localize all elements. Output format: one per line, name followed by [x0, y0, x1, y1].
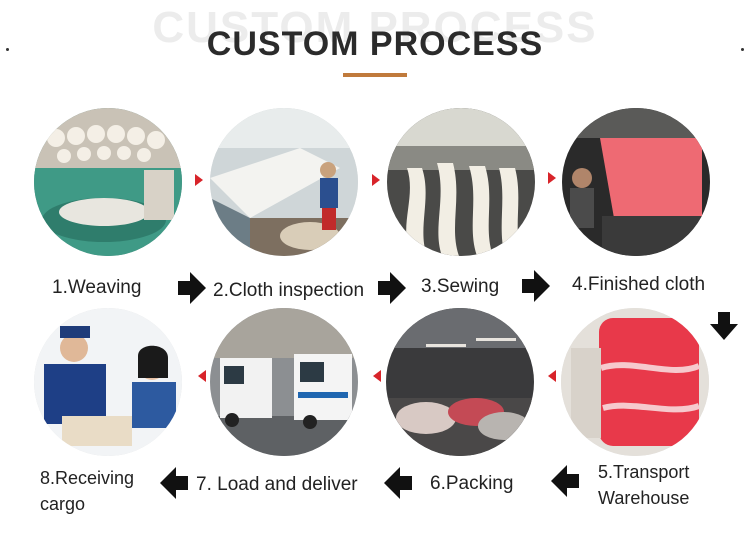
step-1-label: 1.Weaving [52, 277, 142, 298]
process-arrow-right-2 [378, 272, 406, 304]
connector-arrow-2-3 [372, 174, 380, 186]
connector-arrow-1-2 [195, 174, 203, 186]
title-underline [343, 73, 407, 77]
connector-arrow-3-4 [548, 172, 556, 184]
process-arrow-left-1 [551, 465, 579, 497]
step-5-photo-transport-warehouse [561, 308, 709, 456]
step-4-label: 4.Finished cloth [572, 274, 706, 295]
step-5-label-line1: 5.Transport [598, 462, 690, 482]
edge-dot-right [741, 48, 744, 51]
step-6-photo-packing [386, 308, 534, 456]
step-3-photo-sewing [387, 108, 535, 256]
step-2-photo-cloth-inspection [210, 108, 358, 256]
step-3-label: 3.Sewing [421, 276, 500, 297]
step-1-photo-weaving [34, 108, 182, 256]
connector-arrow-6-7 [373, 370, 381, 382]
process-arrow-right-3 [522, 270, 550, 302]
process-arrow-left-2 [384, 467, 412, 499]
process-arrow-down [710, 312, 738, 340]
step-8-label-line2: cargo [40, 494, 86, 514]
process-arrow-right-1 [178, 272, 206, 304]
page-title: CUSTOM PROCESS [206, 25, 544, 63]
process-arrow-left-3 [160, 467, 188, 499]
connector-arrow-7-8 [198, 370, 206, 382]
step-6-label: 6.Packing [430, 473, 514, 494]
step-5-label-line2: Warehouse [598, 488, 690, 508]
connector-arrow-5-6 [548, 370, 556, 382]
step-8-label-line1: 8.Receiving [40, 468, 135, 488]
step-7-label: 7. Load and deliver [196, 474, 358, 495]
step-7-photo-load-deliver [210, 308, 358, 456]
step-2-label: 2.Cloth inspection [213, 280, 365, 301]
step-4-photo-finished-cloth [562, 108, 710, 256]
edge-dot-left [6, 48, 9, 51]
title-shadow: CUSTOM PROCESS [152, 3, 598, 52]
step-8-photo-receiving [34, 308, 182, 456]
